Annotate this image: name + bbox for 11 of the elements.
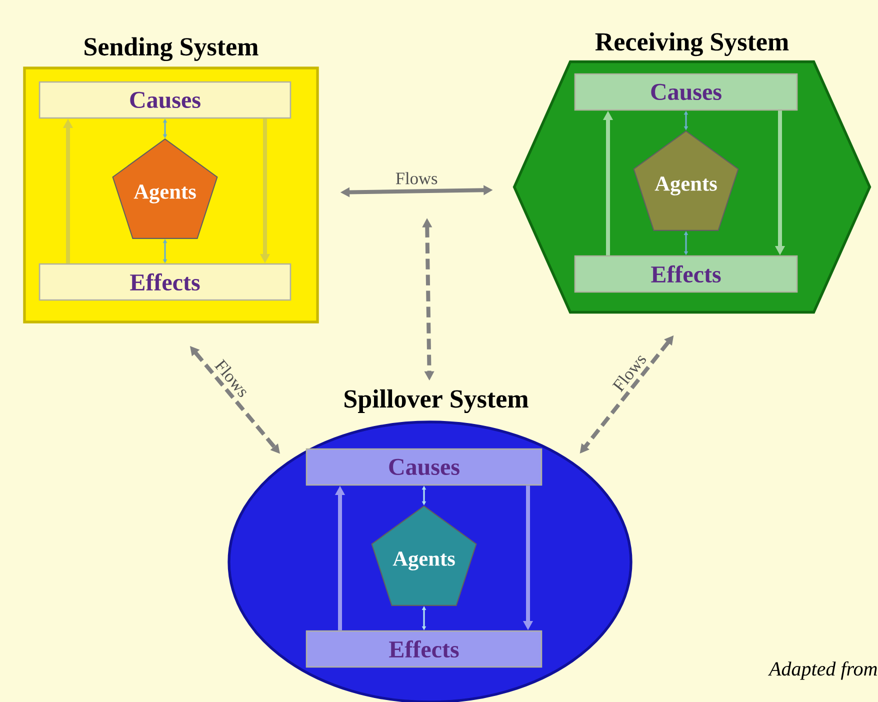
label-bar: Effects — [306, 630, 542, 668]
node-label: Spillover System — [344, 389, 528, 414]
label-bar: Effects — [38, 263, 292, 301]
node-label: Sending System — [84, 37, 258, 62]
label-bar: Effects — [574, 255, 798, 293]
credit-note: Adapted from — [768, 661, 877, 680]
label-bar: Causes — [306, 448, 542, 486]
node-label: Receiving System — [595, 32, 789, 56]
label-bar: Causes — [574, 73, 798, 111]
edge-label: Flows — [394, 170, 440, 186]
label-bar: Causes — [38, 81, 292, 119]
